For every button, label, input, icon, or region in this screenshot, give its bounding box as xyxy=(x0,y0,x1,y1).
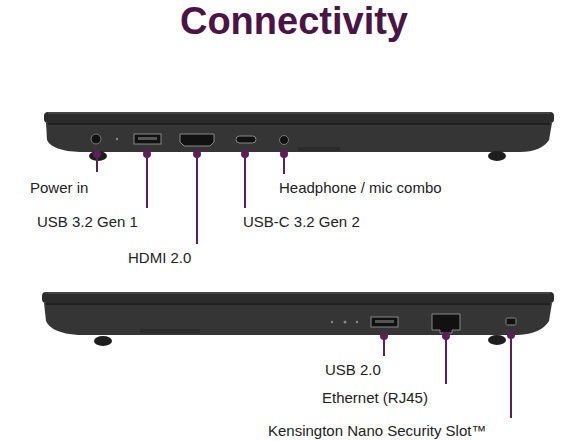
port-label: USB 2.0 xyxy=(325,361,381,379)
seam xyxy=(48,123,550,125)
ethernet-port xyxy=(432,314,460,333)
leader-lines xyxy=(97,152,511,418)
led xyxy=(331,321,333,323)
hdmi-port xyxy=(180,134,214,146)
lid-edge xyxy=(46,293,550,294)
leader-dot xyxy=(143,150,151,158)
leader-dot xyxy=(280,150,288,158)
leader-dot xyxy=(507,331,515,339)
led xyxy=(344,321,347,324)
port-label: USB-C 3.2 Gen 2 xyxy=(243,213,360,231)
port-label: Power in xyxy=(30,179,88,197)
lid xyxy=(44,112,554,123)
audio-jack xyxy=(280,136,289,145)
base xyxy=(44,303,552,335)
port-label: HDMI 2.0 xyxy=(128,249,191,267)
usb-a-port xyxy=(134,134,161,144)
lid-edge xyxy=(48,113,550,114)
lid xyxy=(42,292,554,303)
base xyxy=(46,123,552,152)
leader-line xyxy=(510,333,512,418)
usb-a-tongue xyxy=(138,137,157,140)
leader-line xyxy=(196,152,198,244)
foot xyxy=(488,151,506,161)
power-port xyxy=(91,134,101,144)
leader-line xyxy=(244,152,246,208)
foot xyxy=(488,335,506,345)
leader-dot xyxy=(93,150,101,158)
port-label: Headphone / mic combo xyxy=(279,179,442,197)
leader-dot xyxy=(193,150,201,158)
leader-dot xyxy=(380,332,388,340)
leader-line xyxy=(445,335,447,384)
usb-a-tongue xyxy=(375,320,394,323)
vent xyxy=(298,148,340,150)
leader-dot xyxy=(442,332,450,340)
laptop-left-side xyxy=(44,112,554,161)
usb-a-port xyxy=(371,317,398,327)
led xyxy=(116,138,118,140)
foot xyxy=(94,336,112,346)
leader-dot xyxy=(241,150,249,158)
usb-c-port xyxy=(236,136,256,143)
leader-dots xyxy=(93,150,515,340)
led xyxy=(356,321,358,323)
security-slot xyxy=(506,318,516,325)
port-label: Kensington Nano Security Slot™ xyxy=(268,422,486,440)
vent xyxy=(140,330,200,332)
page-title: Connectivity xyxy=(0,0,588,42)
laptop-right-side xyxy=(42,292,554,346)
port-label: Ethernet (RJ45) xyxy=(322,389,428,407)
leader-line xyxy=(146,152,148,208)
seam xyxy=(46,303,550,305)
port-label: USB 3.2 Gen 1 xyxy=(37,213,138,231)
